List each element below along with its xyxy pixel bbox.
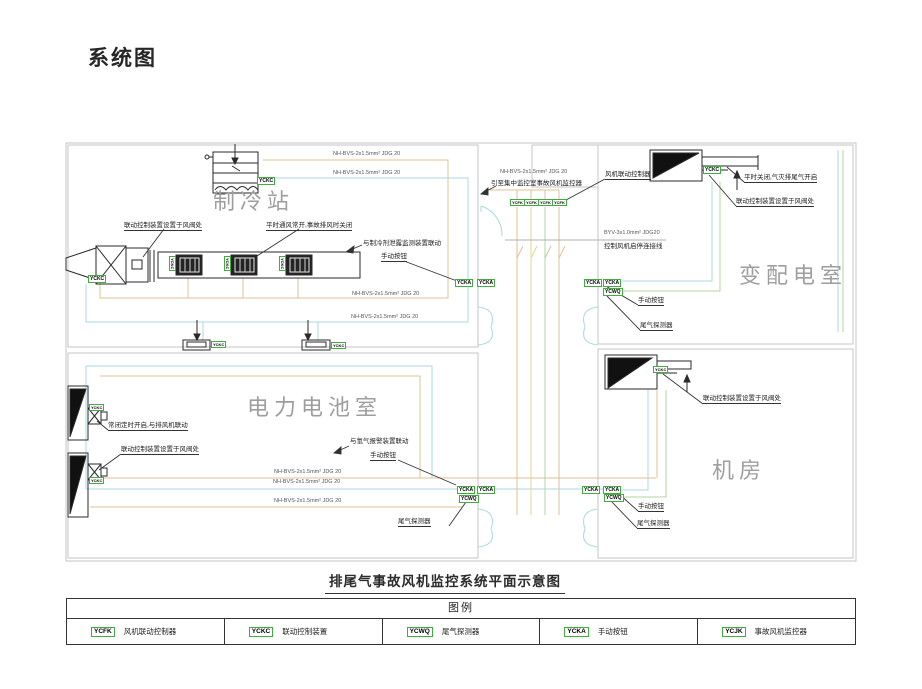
wire-label-nhbvs-6: NH-BVS-2x1.5mm² JDG 20 [273, 479, 341, 485]
machine-room-fan [604, 354, 692, 392]
legend-item-ycka: YCKA 手动按钮 [540, 619, 699, 644]
device-tag-yckc-rooftop: YCKC [257, 177, 276, 185]
device-tag-ycka-machine-2: YCKA [603, 486, 622, 494]
annotation-byv-desc: 控制风机启停连接线 [604, 243, 663, 250]
wire-label-nhbvs-8: NH-BVS-2x1.5mm² JDG 20 [500, 169, 568, 175]
device-tag-yckc-fan3: YCKC [279, 256, 286, 272]
device-tag-ycfk-4: YCFK [552, 199, 567, 206]
room-label-refrigeration: 制冷站 [213, 189, 295, 214]
legend-item-ycfk: YCFK 风机联动控制器 [67, 619, 225, 644]
annotation-linkage-at-valve-1: 联动控制装置设置于风阀处 [124, 222, 202, 231]
legend-tag-ycwq: YCWQ [406, 626, 433, 637]
wire-label-byv: BYV-3x1.0mm² JDG20 [604, 230, 660, 236]
device-tag-ycfk-3: YCFK [538, 199, 553, 206]
annotation-normally-closed-timed: 常闭定时开启,与排风机联动 [108, 422, 188, 431]
device-tag-ycka-transformer-2: YCKA [603, 279, 622, 287]
legend-title: 图例 [67, 599, 855, 619]
device-tag-yckc-battery-fan2: YCKC [89, 477, 105, 484]
wire-label-nhbvs-3: NH-BVS-2x1.5mm² JDG 20 [352, 291, 420, 297]
device-tag-yckc-fan1: YCKC [169, 256, 176, 272]
annotation-closed-gas-ext: 平时关闭,气灭排尾气开启 [744, 174, 818, 183]
annotation-manual-button-4: 手动按钮 [638, 503, 664, 512]
diagram-caption-wrap: 排尾气事故风机监控系统平面示意图 [280, 570, 610, 594]
annotation-normally-open: 平时通风常开,事故排风时关闭 [266, 222, 353, 231]
annotation-exhaust-detector-1: 尾气探测器 [640, 322, 673, 331]
device-tag-ycwq-battery: YCWQ [459, 495, 479, 503]
device-tag-ycka-machine-1: YCKA [582, 486, 601, 494]
legend-tag-yckc: YCKC [248, 626, 274, 637]
room-label-battery: 电力电池室 [247, 395, 383, 420]
wiring [85, 150, 844, 515]
annotation-manual-button-1: 手动按钮 [381, 253, 407, 262]
legend-row: YCFK 风机联动控制器 YCKC 联动控制装置 YCWQ 尾气探测器 YCKA… [67, 619, 855, 644]
legend-label-ycfk: 风机联动控制器 [123, 627, 177, 636]
transformer-room-fan [649, 149, 759, 190]
annotation-linkage-at-valve-4: 联动控制装置设置于风阀处 [703, 395, 781, 404]
annotation-manual-button-2: 手动按钮 [638, 297, 664, 306]
annotation-linkage-at-valve-2: 联动控制装置设置于风阀处 [736, 198, 814, 207]
device-tag-ycka-transformer-1: YCKA [584, 279, 603, 287]
room-label-machine: 机房 [712, 458, 767, 483]
main-duct-assembly [65, 245, 361, 285]
device-tag-ycfk-1: YCFK [510, 199, 525, 206]
legend-label-yckc: 联动控制装置 [282, 627, 328, 636]
legend-tag-ycfk: YCFK [91, 626, 115, 637]
device-tag-yckc-damper1: YCKC [211, 341, 227, 348]
device-tag-ycka-battery-1: YCKA [457, 486, 476, 494]
legend-item-yckc: YCKC 联动控制装置 [225, 619, 383, 644]
wire-label-nhbvs-1: NH-BVS-2x1.5mm² JDG 20 [333, 151, 401, 157]
annotation-exhaust-detector-3: 尾气探测器 [637, 520, 670, 529]
wire-label-nhbvs-5: NH-BVS-2x1.5mm² JDG 20 [274, 469, 342, 475]
leader-lines [96, 166, 745, 529]
rooftop-fan-unit [204, 144, 259, 194]
legend-item-ycwq: YCWQ 尾气探测器 [383, 619, 541, 644]
wire-label-nhbvs-2: NH-BVS-2x1.5mm² JDG 20 [333, 170, 401, 176]
annotation-hydrogen-linkage: 与氢气报警装置联动 [350, 438, 409, 445]
legend-tag-ycka: YCKA [564, 626, 589, 637]
door-symbols [477, 205, 599, 548]
device-tag-ycwq-transformer: YCWQ [603, 288, 623, 296]
annotation-fan-linkage-controller: 风机联动控制器 [605, 171, 651, 180]
legend-tag-ycjk: YCJK [722, 626, 746, 637]
legend-label-ycwq: 尾气探测器 [441, 627, 480, 636]
device-tag-yckc-machine-fan: YCKC [653, 366, 669, 373]
device-tag-yckc-duct: YCKC [88, 275, 107, 283]
device-tag-ycka-refrig-2: YCKA [477, 279, 496, 287]
damper-symbols [182, 320, 331, 351]
page-title: 系统图 [88, 47, 157, 70]
device-tag-ycwq-machine: YCWQ [604, 494, 624, 502]
device-tag-yckc-fan2: YCKC [224, 256, 231, 272]
wire-label-nhbvs-4: NH-BVS-2x1.5mm² JDG 20 [351, 314, 419, 320]
device-tag-ycfk-2: YCFK [524, 199, 539, 206]
room-label-transformer: 变配电室 [739, 263, 848, 288]
annotation-exhaust-detector-2: 尾气探测器 [398, 518, 431, 527]
device-tag-ycka-refrig-1: YCKA [455, 279, 474, 287]
wire-label-nhbvs-7: NH-BVS-2x1.5mm² JDG 20 [274, 498, 342, 504]
device-tag-yckc-battery-fan1: YCKC [89, 404, 105, 411]
device-tag-yckc-transformer-fan: YCKC [703, 166, 722, 174]
legend-item-ycjk: YCJK 事故风机监控器 [698, 619, 855, 644]
annotation-refrigerant-linkage: 与制冷剂泄露监测装置联动 [363, 240, 441, 247]
device-tag-yckc-damper2: YCKC [331, 342, 347, 349]
legend-label-ycka: 手动按钮 [597, 627, 628, 636]
legend-table: 图例 YCFK 风机联动控制器 YCKC 联动控制装置 YCWQ 尾气探测器 Y… [66, 598, 856, 645]
legend-label-ycjk: 事故风机监控器 [754, 627, 808, 636]
annotation-to-monitor-room: 引至集中监控室事故风机监控器 [491, 180, 582, 187]
device-tag-ycka-battery-2: YCKA [477, 486, 496, 494]
annotation-linkage-at-valve-3: 联动控制装置设置于风阀处 [121, 446, 199, 455]
diagram-caption: 排尾气事故风机监控系统平面示意图 [325, 570, 565, 594]
annotation-manual-button-3: 手动按钮 [370, 452, 396, 461]
